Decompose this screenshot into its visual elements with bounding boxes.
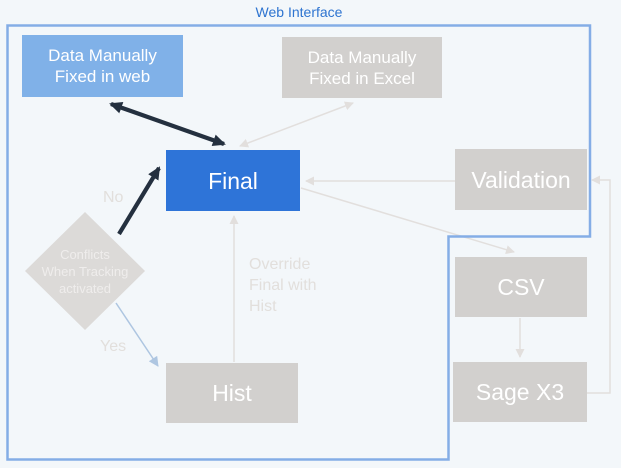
node-label: Final [208,167,258,194]
edge-conflicts-no-to-final [117,166,161,236]
node-label-line: When Tracking [41,263,129,279]
node-csv: CSV [455,257,587,317]
edge-conflicts-yes-to-hist [115,302,159,367]
edge-label-line: Final with [249,277,317,294]
node-final: Final [166,150,300,211]
node-hist: Hist [166,363,298,423]
edge-label-no: No [103,189,124,206]
edge-sage-to-validation [587,175,611,394]
node-label: CSV [497,274,545,300]
node-conflicts-decision-diamond: Conflicts When Tracking activated [25,212,145,330]
node-label: Validation [471,166,571,193]
edge-web-fix-final-double-arrow [109,102,226,146]
node-label-line: Conflicts [60,246,110,262]
node-label-line: Data Manually [307,47,417,67]
edge-label-line: Override [249,256,311,273]
node-label-line: activated [58,280,112,296]
node-data-manually-fixed-in-excel: Data Manually Fixed in Excel [282,37,442,98]
web-interface-frame-title: Web Interface [255,4,343,20]
node-validation: Validation [455,149,587,210]
node-label: Hist [212,380,252,406]
edge-label-yes: Yes [100,338,127,355]
node-label-line: Fixed in Excel [309,68,415,88]
edge-label-line: Hist [249,298,277,315]
edge-final-excel-double-arrow [239,101,354,148]
node-label-line: Fixed in web [54,67,151,86]
node-data-manually-fixed-in-web: Data Manually Fixed in web [22,35,183,97]
edge-label-override-final-with-hist: Override Final with Hist [249,254,317,317]
node-label: Sage X3 [475,379,565,405]
node-label-line: Data Manually [48,46,157,65]
node-sage-x3: Sage X3 [453,362,587,422]
